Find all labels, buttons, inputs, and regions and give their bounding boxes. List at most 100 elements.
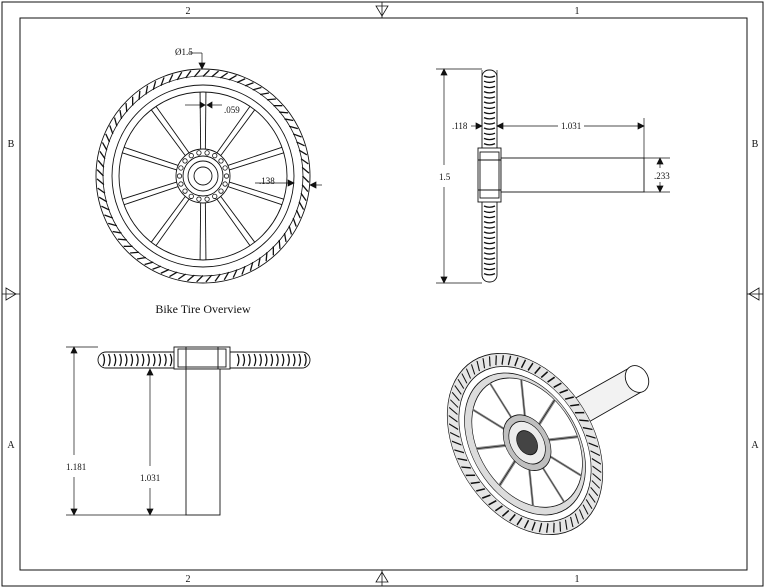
tread-mark [483,210,496,214]
tread-mark [592,472,602,482]
tread-mark [281,353,285,367]
tread-mark [177,273,187,280]
tread-mark [298,149,308,156]
tread-mark [205,274,213,283]
hub-tooth [222,181,228,187]
tread-mark [483,117,496,120]
spoke-edge [123,186,179,206]
spoke-edge [227,146,283,166]
spoke-edge [541,466,565,503]
tread-mark [113,353,117,367]
centering-arrow-top [375,5,389,17]
tread-mark [590,450,600,457]
tread-mark [483,231,496,234]
tread-mark [483,143,496,146]
tread-mark [483,236,496,240]
tread-mark [461,373,468,384]
tread-mark [488,356,491,367]
centering-arrow-left [5,287,17,301]
tread-mark [152,265,162,270]
tread-mark [483,85,496,89]
tread-mark [483,241,496,245]
spoke-edge [548,455,582,476]
rim-width-dimension: .138 [259,176,275,186]
tread-mark [470,364,476,375]
tread-mark [232,269,238,278]
tread-mark [588,493,596,503]
tread-mark [501,354,504,366]
zone-label-bottom-left: 2 [186,574,191,585]
tread-mark [448,414,458,423]
hub-tooth [218,188,224,194]
tread-mark [259,353,262,367]
spoke-edge [216,198,251,246]
hub-tooth [182,188,188,194]
spoke-edge [476,445,507,450]
tread-mark [278,239,281,249]
top-axle-length-dimension: 1.031 [140,473,160,483]
tread-mark [96,178,105,186]
tread-mark [169,353,173,367]
hub-tooth [182,158,188,164]
tread-mark [523,519,530,529]
tread-mark [108,353,111,367]
zone-label-bottom-right: 1 [575,574,580,585]
spoke-edge [520,379,526,418]
tread-mark [119,109,123,120]
spoke-edge [199,92,202,150]
top-view-dimensions [66,346,186,516]
tread-mark [101,205,110,211]
tread-mark [298,353,302,367]
tread-mark [193,69,201,78]
front-view [95,68,311,284]
tread-mark [130,251,140,254]
tread-mark [119,353,122,367]
tread-mark [141,353,145,367]
tread-mark [185,70,192,79]
spoke-edge [220,196,256,243]
tread-mark [588,442,599,448]
tread-mark [495,355,497,366]
tread-mark [574,411,585,414]
spoke-edge [472,409,506,430]
tread-mark [105,133,111,143]
tread-mark [214,273,221,282]
tread-mark [168,74,174,83]
front-view-hub-teeth [176,150,230,202]
tread-mark [564,396,575,400]
tread-mark [483,75,496,78]
tread-mark [538,522,543,533]
tread-mark [494,505,503,512]
tread-mark [483,221,496,224]
hub-tooth [212,153,218,159]
spoke-edge [538,399,555,426]
tread-mark [145,85,149,95]
tread-mark [296,141,305,147]
tread-mark [265,252,268,262]
spoke-edge [150,109,186,156]
tread-mark [483,111,496,115]
tread-mark [483,137,496,141]
tread-mark [295,209,301,219]
spoke-edge [229,152,284,171]
tread-mark [304,353,307,367]
tread-mark [298,201,305,210]
tread-mark [97,187,106,194]
tread-mark [483,215,496,219]
front-view-spokes [122,92,284,260]
spoke-edge [199,202,202,260]
tread-mark [509,513,516,522]
tread-mark [176,71,183,81]
tread-mark [117,238,127,241]
tread-mark [301,184,309,192]
tread-mark [470,481,481,485]
tread-mark [483,257,496,260]
spoke-edge [204,92,207,150]
tread-mark [501,509,510,517]
tread-mark [266,98,276,101]
tread-mark [591,457,601,465]
spoke-edge [216,106,251,154]
tread-mark [276,353,279,367]
tread-mark [483,91,496,94]
tread-mark [481,494,491,499]
